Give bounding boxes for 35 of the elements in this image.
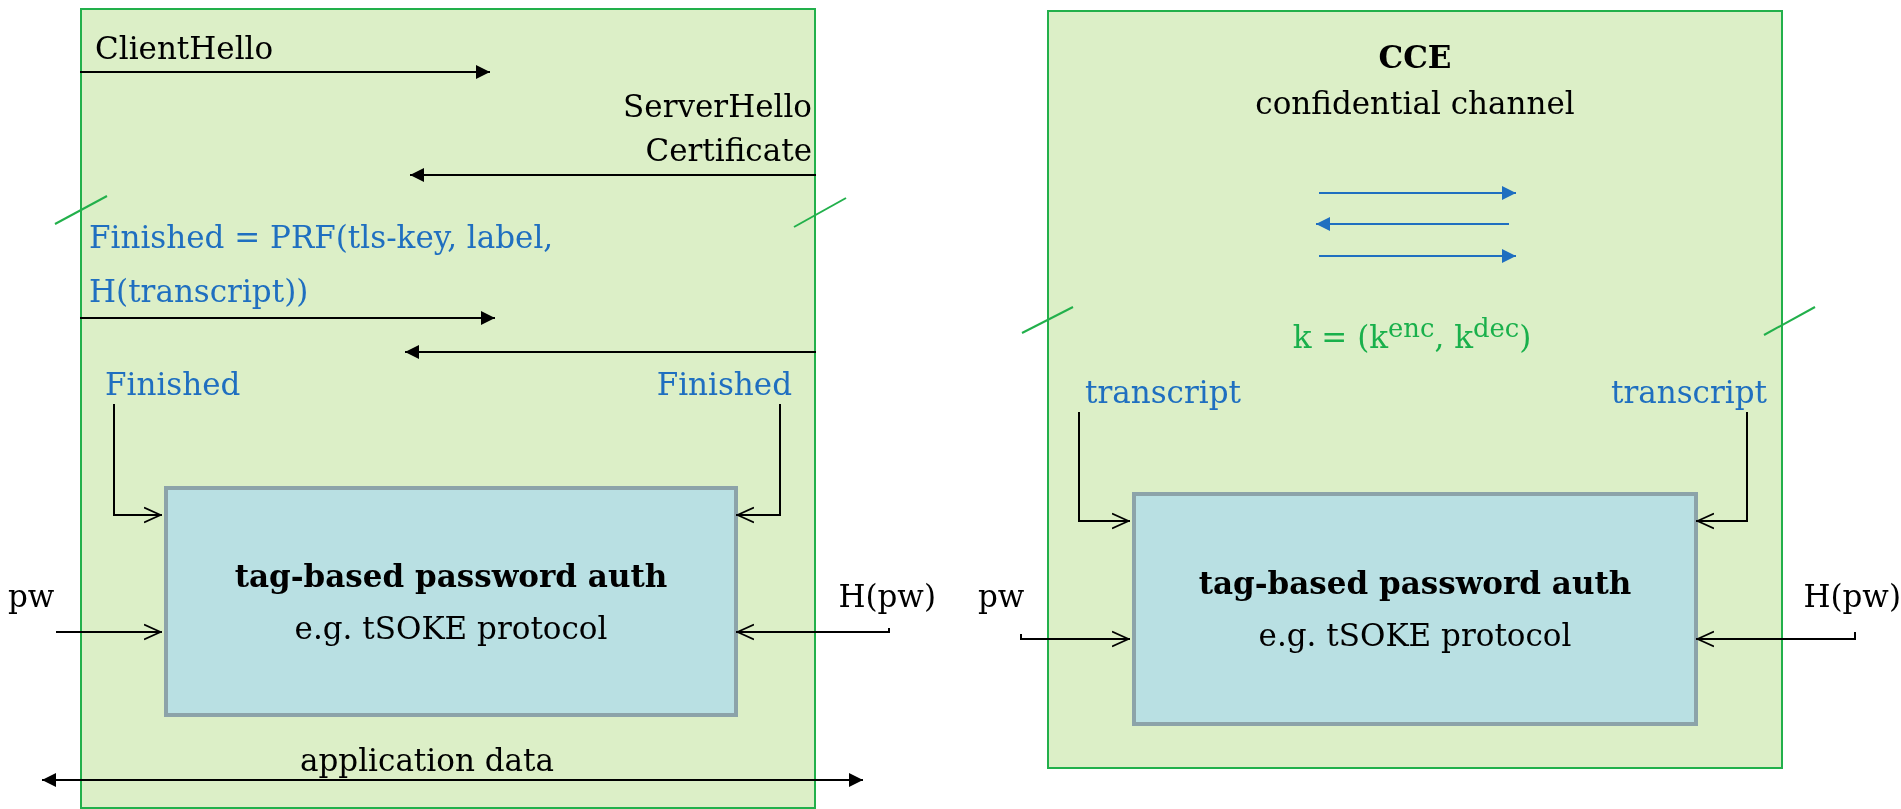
input-label: H(pw) (818, 574, 936, 628)
arrow (404, 345, 817, 359)
arrow (55, 623, 163, 641)
arrow (1695, 630, 1856, 648)
message-label: ClientHello (95, 29, 275, 68)
arrow (79, 65, 491, 79)
input-label: Finished (622, 362, 792, 406)
input-label: pw (8, 574, 56, 632)
protocol-box (1132, 492, 1698, 726)
arrow (735, 403, 781, 524)
input-label: transcript (1577, 370, 1767, 414)
box-subtitle: e.g. tSOKE protocol (294, 608, 608, 648)
arrow (1078, 411, 1131, 530)
message-label: ServerHello Certificate (622, 87, 812, 170)
input-label: H(pw) (1786, 574, 1901, 632)
box-title: CCE (1377, 38, 1453, 77)
protocol-panel (80, 8, 816, 809)
message-label: Finished = PRF(tls-key, label, H(transcript)) (89, 218, 555, 311)
box-subtitle: e.g. tSOKE protocol (1258, 616, 1572, 655)
arrow (735, 623, 890, 641)
arrow (113, 403, 163, 524)
protocol-panel (1047, 10, 1783, 769)
input-label: pw (978, 574, 1034, 634)
arrow (1695, 411, 1748, 530)
arrow (79, 311, 496, 325)
box-title: tag-based password auth (234, 556, 668, 596)
protocol-box (164, 486, 738, 717)
box-subtitle: confidential channel (1254, 84, 1576, 123)
box-title: tag-based password auth (1198, 564, 1632, 603)
input-label: transcript (1068, 370, 1258, 414)
arrow (409, 168, 817, 182)
arrow (1020, 630, 1131, 648)
arrow-label: application data (299, 741, 555, 780)
input-label: Finished (105, 362, 275, 406)
key-label: k = (k$^{enc}$, k$^{dec}$) (1291, 312, 1533, 358)
